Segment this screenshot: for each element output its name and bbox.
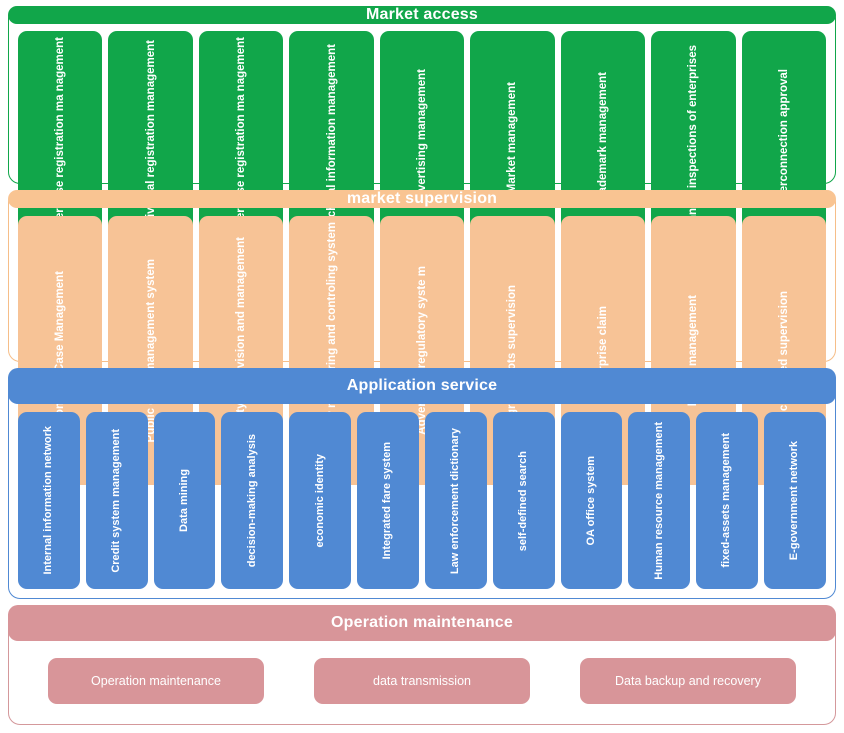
chip-application-service-11[interactable]: fixed-assets management xyxy=(696,412,759,590)
chip-market-access-7[interactable]: trademark management xyxy=(560,31,646,244)
layer-application-service: Application service Internal information… xyxy=(8,368,836,600)
chip-label: Human resource management xyxy=(652,421,665,580)
layer-operation-maintenance: Operation maintenance Operation maintena… xyxy=(8,605,836,725)
layer-title-market-supervision: market supervision xyxy=(8,190,836,208)
chip-market-access-6[interactable]: Market management xyxy=(470,31,555,244)
chip-application-service-4[interactable]: decision-making analysis xyxy=(221,412,284,590)
chip-operation-maintenance-2[interactable]: data transmission xyxy=(314,658,530,705)
chip-label: Advertising management xyxy=(415,68,428,207)
chip-label: decision-making analysis xyxy=(245,434,258,568)
chip-market-access-8[interactable]: Annual inspections of enterprises xyxy=(651,31,736,244)
chip-label: Interconnection approval xyxy=(777,68,790,207)
chip-application-service-5[interactable]: economic identity xyxy=(289,412,352,590)
layer-market-supervision: market supervision Economic Case Managem… xyxy=(8,190,836,486)
layer-items-market-access: Enterprise registration ma nagement Indi… xyxy=(8,24,836,254)
layer-title-operation-maintenance: Operation maintenance xyxy=(8,605,836,642)
chip-label: OA office system xyxy=(584,455,597,546)
chip-market-access-1[interactable]: Enterprise registration ma nagement xyxy=(18,31,103,244)
chip-market-access-3[interactable]: Enterprise registration ma nagement xyxy=(198,31,284,244)
chip-label: Internal information network xyxy=(42,426,55,575)
chip-label: Integrated fare system xyxy=(381,441,394,560)
layer-title-application-service: Application service xyxy=(8,368,836,404)
chip-label: Law enforcement dictionary xyxy=(449,427,462,574)
chip-market-access-9[interactable]: Interconnection approval xyxy=(741,31,826,244)
chip-label: Market management xyxy=(506,81,519,193)
chip-label: self-defined search xyxy=(517,450,529,551)
layer-market-access: Market access Enterprise registration ma… xyxy=(8,6,836,244)
chip-operation-maintenance-3[interactable]: Data backup and recovery xyxy=(580,658,796,705)
chip-label: data transmission xyxy=(373,674,471,689)
chip-label: economic identity xyxy=(313,453,326,548)
layer-items-application-service: Internal information network Credit syst… xyxy=(8,404,836,599)
chip-application-service-9[interactable]: OA office system xyxy=(560,412,623,590)
chip-market-access-5[interactable]: Advertising management xyxy=(379,31,465,244)
layer-items-operation-maintenance: Operation maintenance data transmission … xyxy=(8,641,836,725)
chip-application-service-10[interactable]: Human resource management xyxy=(628,412,691,590)
chip-label: Credit system management xyxy=(110,428,123,573)
layer-title-market-access: Market access xyxy=(8,6,836,24)
chip-label: trademark management xyxy=(596,72,609,203)
chip-label: Data mining xyxy=(177,469,190,533)
chip-market-access-2[interactable]: Individual registration management xyxy=(108,31,193,244)
chip-application-service-6[interactable]: Integrated fare system xyxy=(357,412,419,590)
chip-application-service-7[interactable]: Law enforcement dictionary xyxy=(424,412,487,590)
chip-label: Data backup and recovery xyxy=(615,674,761,689)
chip-application-service-2[interactable]: Credit system management xyxy=(85,412,148,590)
chip-application-service-8[interactable]: self-defined search xyxy=(492,412,555,590)
chip-market-access-4[interactable]: Archival information management xyxy=(289,31,374,244)
chip-label: fixed-assets management xyxy=(720,433,733,568)
chip-operation-maintenance-1[interactable]: Operation maintenance xyxy=(48,658,264,705)
chip-application-service-1[interactable]: Internal information network xyxy=(18,412,80,590)
chip-label: E-government network xyxy=(788,441,801,561)
chip-application-service-12[interactable]: E-government network xyxy=(764,412,826,590)
chip-application-service-3[interactable]: Data mining xyxy=(153,412,216,590)
chip-label: Operation maintenance xyxy=(91,674,221,689)
